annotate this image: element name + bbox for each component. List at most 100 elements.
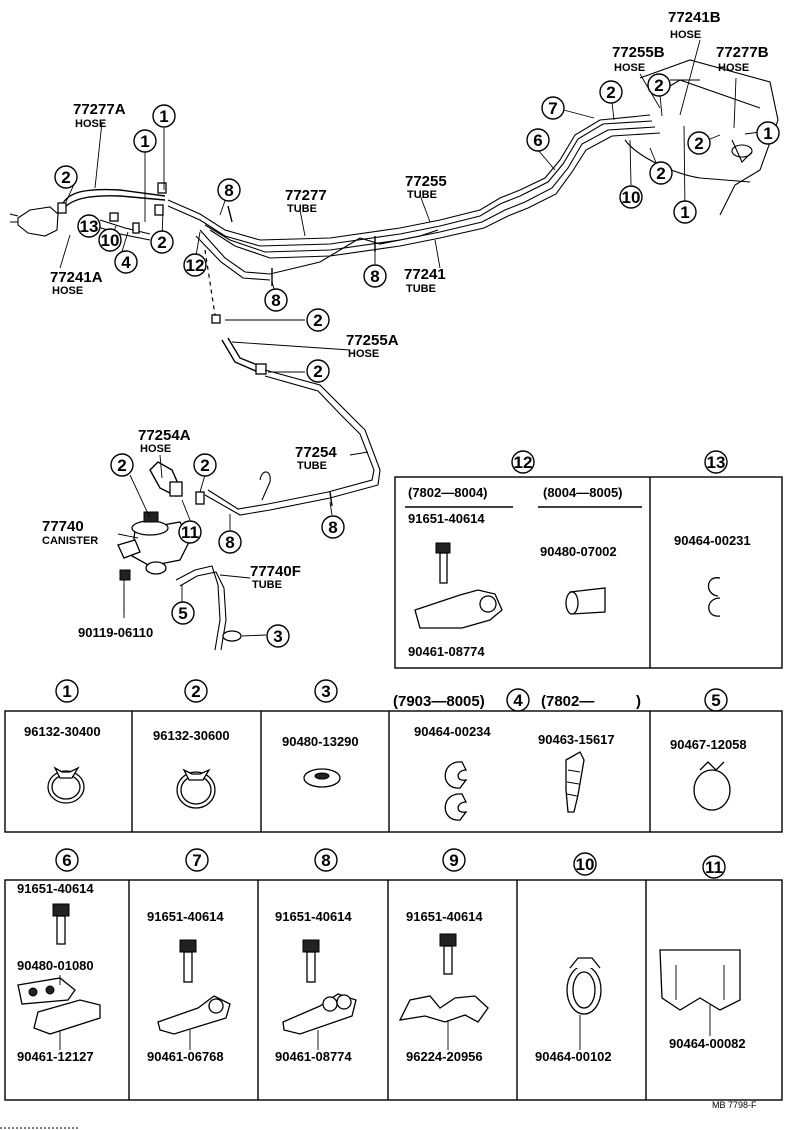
label-77740F-sub: TUBE xyxy=(252,579,282,591)
label-77277B-sub: HOSE xyxy=(718,62,749,74)
row1-c4-range-b: (7802— xyxy=(541,693,594,710)
svg-text:6: 6 xyxy=(533,131,542,150)
bolt-icon-9 xyxy=(439,933,457,975)
svg-text:10: 10 xyxy=(576,855,595,874)
clip-icon xyxy=(707,577,721,617)
svg-text:7: 7 xyxy=(548,99,557,118)
callout-2g: 2 xyxy=(599,80,623,104)
svg-text:1: 1 xyxy=(763,124,772,143)
svg-text:1: 1 xyxy=(680,203,689,222)
svg-text:2: 2 xyxy=(654,76,663,95)
svg-text:10: 10 xyxy=(101,231,120,250)
hose-clamp-large-icon xyxy=(176,768,216,809)
box12-range-a: (7802—8004) xyxy=(408,485,488,500)
callout-7-header: 7 xyxy=(185,848,209,872)
row1-c3: 90480-13290 xyxy=(282,734,359,749)
row1-c1: 96132-30400 xyxy=(24,724,101,739)
svg-text:8: 8 xyxy=(271,291,280,310)
svg-text:7: 7 xyxy=(192,851,201,870)
label-77241-sub: TUBE xyxy=(406,283,436,295)
clamp-bracket-icon xyxy=(414,589,503,629)
callout-circles: 1 1 2 13 10 4 2 12 8 8 8 2 2 2 2 11 8 8 … xyxy=(54,73,780,648)
label-77255B-sub: HOSE xyxy=(614,62,645,74)
footer-code: MB 7798-F xyxy=(712,1100,757,1110)
callout-10a: 10 xyxy=(98,228,122,252)
canister-drawing xyxy=(117,461,205,581)
hose-clamp-icon xyxy=(47,766,85,804)
callout-8c: 8 xyxy=(363,264,387,288)
label-77740F: 77740F xyxy=(250,563,301,580)
label-77255: 77255 xyxy=(405,173,447,190)
callout-8-header: 8 xyxy=(314,848,338,872)
callout-4: 4 xyxy=(114,250,138,274)
callout-7: 7 xyxy=(541,96,565,120)
callout-2h: 2 xyxy=(647,73,671,97)
callout-2j: 2 xyxy=(649,161,673,185)
row2-c6c: 90461-12127 xyxy=(17,1049,94,1064)
callout-1b: 1 xyxy=(133,129,157,153)
callout-2-header: 2 xyxy=(184,679,208,703)
box12-p3: 90480-07002 xyxy=(540,544,617,559)
svg-text:8: 8 xyxy=(224,181,233,200)
label-77254-sub: TUBE xyxy=(297,460,327,472)
callout-8e: 8 xyxy=(321,515,345,539)
label-90119: 90119-06110 xyxy=(78,625,153,640)
label-77740-sub: CANISTER xyxy=(42,535,98,547)
callout-13: 13 xyxy=(77,214,101,238)
callout-10b: 10 xyxy=(619,185,643,209)
row1-c5: 90467-12058 xyxy=(670,737,747,752)
callout-6: 6 xyxy=(526,128,550,152)
label-77740: 77740 xyxy=(42,518,84,535)
row2-c10: 90464-00102 xyxy=(535,1049,612,1064)
label-77255A-sub: HOSE xyxy=(348,348,379,360)
svg-text:4: 4 xyxy=(121,253,131,272)
callout-1a: 1 xyxy=(152,104,176,128)
box13-p1: 90464-00231 xyxy=(674,533,751,548)
row1-c4-range-b-end: ) xyxy=(636,693,641,710)
parts-row-2: 6 7 8 9 10 11 91651-40614 90480-01080 90… xyxy=(4,848,783,1101)
clamp-9-icon xyxy=(398,995,489,1023)
svg-text:8: 8 xyxy=(225,533,234,552)
svg-text:1: 1 xyxy=(140,132,149,151)
label-77255A: 77255A xyxy=(346,332,399,349)
callout-2d: 2 xyxy=(306,359,330,383)
detail-box-12-13: 12 13 (7802—8004) (8004—8005) 91651-4061… xyxy=(394,450,783,669)
row2-c6b: 90480-01080 xyxy=(17,958,94,973)
label-77241B-sub: HOSE xyxy=(670,29,701,41)
label-77241A-sub: HOSE xyxy=(52,285,83,297)
label-77241B: 77241B xyxy=(668,9,721,26)
svg-text:2: 2 xyxy=(313,362,322,381)
callout-9-header: 9 xyxy=(442,848,466,872)
callout-2a: 2 xyxy=(54,165,78,189)
callout-11: 11 xyxy=(178,520,202,544)
wire-clip-icon xyxy=(566,957,602,1015)
callout-4-header: 4 xyxy=(506,688,530,712)
bolt-icon xyxy=(435,542,451,584)
svg-text:4: 4 xyxy=(513,691,523,710)
label-77241A: 77241A xyxy=(50,269,103,286)
label-77241: 77241 xyxy=(404,266,446,283)
fuel-tube-assembly-drawing xyxy=(9,39,779,651)
callout-3: 3 xyxy=(266,624,290,648)
svg-text:3: 3 xyxy=(273,627,282,646)
svg-text:5: 5 xyxy=(178,604,187,623)
callout-1d: 1 xyxy=(673,200,697,224)
svg-text:8: 8 xyxy=(328,518,337,537)
svg-text:2: 2 xyxy=(606,83,615,102)
label-77255-sub: TUBE xyxy=(407,189,437,201)
c-clip-icon xyxy=(444,761,468,821)
row2-c6a: 91651-40614 xyxy=(17,881,94,896)
callout-8d: 8 xyxy=(218,530,242,554)
row1-c4b: 90463-15617 xyxy=(538,732,615,747)
row2-c9b: 96224-20956 xyxy=(406,1049,483,1064)
svg-text:2: 2 xyxy=(313,311,322,330)
svg-text:6: 6 xyxy=(62,851,71,870)
svg-text:2: 2 xyxy=(656,164,665,183)
svg-text:2: 2 xyxy=(117,456,126,475)
label-77254A-sub: HOSE xyxy=(140,443,171,455)
callout-13-header: 13 xyxy=(704,450,728,474)
grommet-round-icon xyxy=(303,768,341,788)
row2-c7a: 91651-40614 xyxy=(147,909,224,924)
label-77277B: 77277B xyxy=(716,44,769,61)
